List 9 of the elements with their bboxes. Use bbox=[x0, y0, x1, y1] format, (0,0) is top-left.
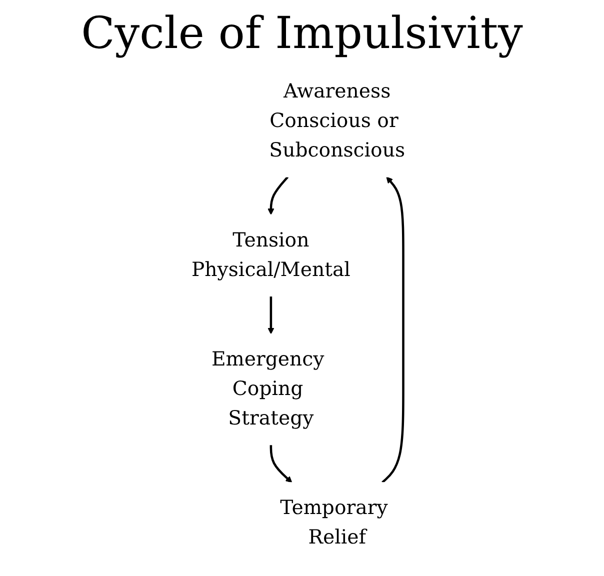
arrow bbox=[382, 176, 404, 484]
node-text: Emergency Coping Strategy bbox=[211, 348, 324, 430]
node-text: Temporary Relief bbox=[280, 496, 388, 549]
node-text: Tension Physical/Mental bbox=[191, 228, 350, 282]
arrow bbox=[268, 296, 274, 334]
arrow bbox=[270, 444, 292, 483]
arrow bbox=[268, 176, 289, 215]
node-text: Awareness Conscious or Subconscious bbox=[269, 80, 406, 162]
diagram-title: Cycle of Impulsivity bbox=[80, 8, 524, 60]
